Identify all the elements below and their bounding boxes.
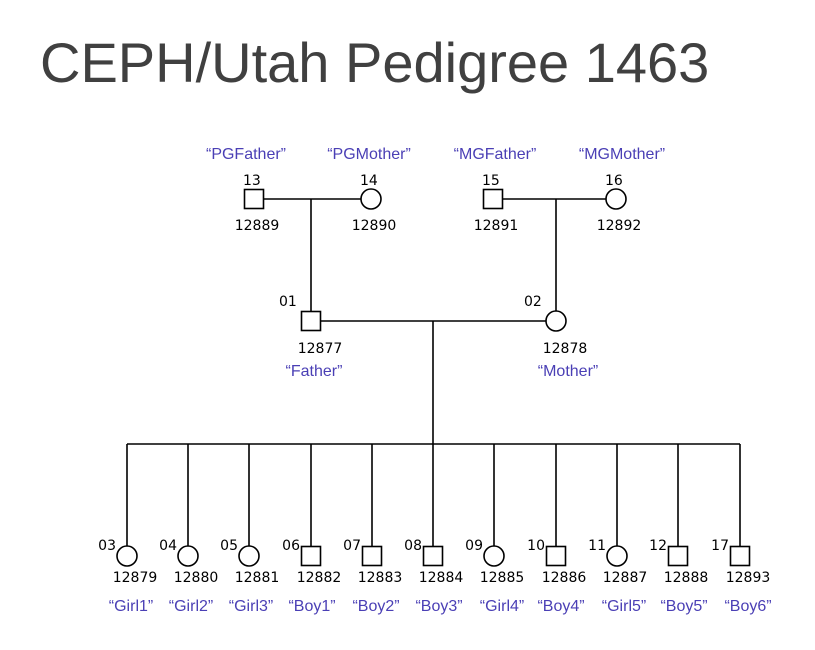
member-id: 12885 [480, 570, 525, 586]
member-nickname: “Father” [286, 363, 343, 380]
member-id: 12889 [235, 218, 280, 234]
grandparent-male-square [482, 188, 504, 210]
member-nickname: “Girl4” [480, 598, 524, 615]
page-title: CEPH/Utah Pedigree 1463 [40, 31, 710, 94]
member-nickname: “MGMother” [579, 146, 665, 163]
parent-male-square [300, 310, 322, 332]
member-nickname: “MGFather” [454, 146, 537, 163]
member-id: 12890 [352, 218, 397, 234]
child-female-circle [238, 545, 260, 567]
member-number: 01 [279, 294, 297, 310]
member-nickname: “Boy3” [415, 598, 462, 615]
parent-female-circle [545, 310, 567, 332]
child-male-square [361, 545, 383, 567]
member-id: 12884 [419, 570, 464, 586]
member-number: 15 [482, 173, 500, 189]
grandparent-female-circle [360, 188, 382, 210]
member-number: 16 [605, 173, 623, 189]
member-number: 06 [282, 538, 300, 554]
child-male-square [545, 545, 567, 567]
member-id: 12893 [726, 570, 771, 586]
member-id: 12880 [174, 570, 219, 586]
member-number: 03 [98, 538, 116, 554]
member-number: 04 [159, 538, 177, 554]
member-number: 09 [465, 538, 483, 554]
member-nickname: “Boy2” [352, 598, 399, 615]
member-number: 05 [220, 538, 238, 554]
member-id: 12891 [474, 218, 519, 234]
member-id: 12882 [297, 570, 342, 586]
member-nickname: “Girl2” [169, 598, 213, 615]
child-male-square [667, 545, 689, 567]
member-id: 12886 [542, 570, 587, 586]
member-number: 12 [649, 538, 667, 554]
child-male-square [300, 545, 322, 567]
member-nickname: “Girl1” [109, 598, 153, 615]
grandparent-male-square [243, 188, 265, 210]
member-number: 17 [711, 538, 729, 554]
member-id: 12877 [298, 341, 343, 357]
member-nickname: “PGFather” [206, 146, 286, 163]
child-female-circle [177, 545, 199, 567]
member-nickname: “Boy5” [660, 598, 707, 615]
member-id: 12883 [358, 570, 403, 586]
grandparent-female-circle [605, 188, 627, 210]
member-number: 13 [243, 173, 261, 189]
child-female-circle [606, 545, 628, 567]
member-id: 12888 [664, 570, 709, 586]
member-nickname: “Girl3” [229, 598, 273, 615]
pedigree-lines [126, 198, 741, 556]
member-nickname: “Boy6” [724, 598, 771, 615]
member-number: 02 [524, 294, 542, 310]
member-nickname: “Mother” [538, 363, 598, 380]
member-number: 11 [588, 538, 606, 554]
child-male-square [729, 545, 751, 567]
member-number: 07 [343, 538, 361, 554]
child-male-square [422, 545, 444, 567]
member-id: 12887 [603, 570, 648, 586]
member-nickname: “PGMother” [327, 146, 411, 163]
member-id: 12879 [113, 570, 158, 586]
child-female-circle [483, 545, 505, 567]
member-id: 12878 [543, 341, 588, 357]
member-nickname: “Girl5” [602, 598, 646, 615]
member-nickname: “Boy4” [537, 598, 584, 615]
member-number: 14 [360, 173, 378, 189]
member-number: 10 [527, 538, 545, 554]
member-number: 08 [404, 538, 422, 554]
pedigree-members: 13 12889 “PGFather” 14 12890 “PGMother” 15 1289… [98, 146, 771, 615]
child-female-circle [116, 545, 138, 567]
member-id: 12881 [235, 570, 280, 586]
member-nickname: “Boy1” [288, 598, 335, 615]
member-id: 12892 [597, 218, 642, 234]
